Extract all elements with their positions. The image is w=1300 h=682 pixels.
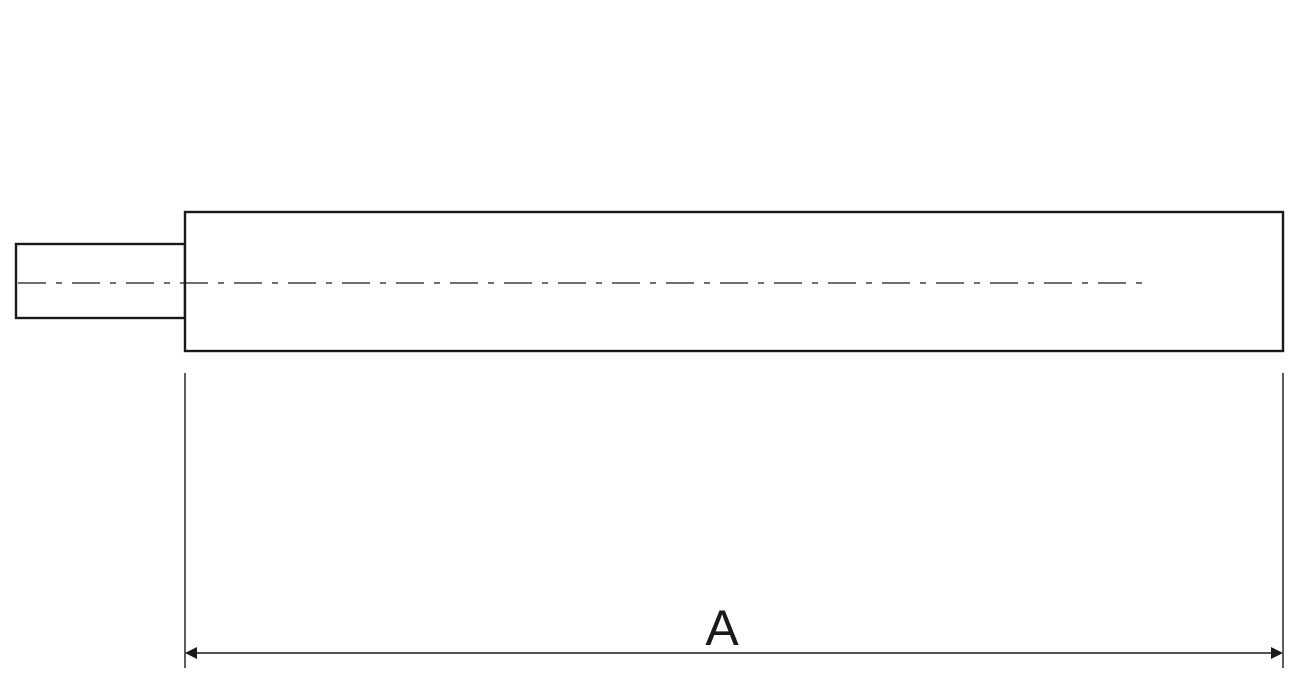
shaft-body (183, 210, 1285, 353)
dimension-arrow-left (185, 647, 197, 659)
dimension-label: A (705, 600, 739, 656)
dimension-arrow-right (1271, 647, 1283, 659)
shaft-stub (14, 242, 187, 320)
